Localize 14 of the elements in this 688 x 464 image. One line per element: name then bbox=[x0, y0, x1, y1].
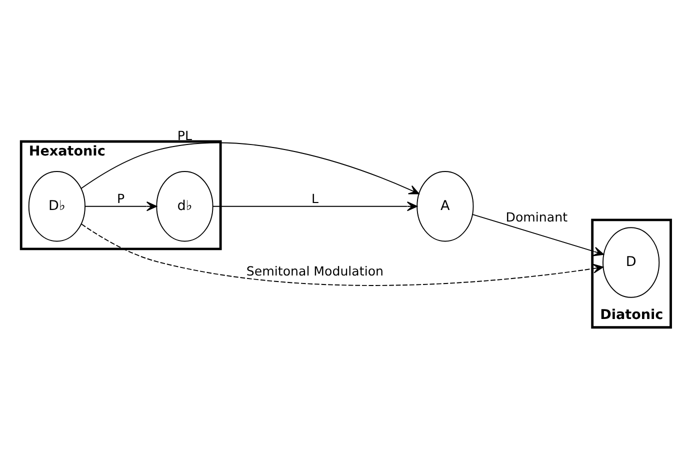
edge-label: PL bbox=[177, 127, 192, 142]
edge-label: Semitonal Modulation bbox=[246, 262, 384, 278]
node-ellipse: A bbox=[416, 170, 474, 242]
edge-label: Dominant bbox=[506, 208, 568, 224]
node-ellipse: D♭ bbox=[28, 170, 86, 242]
arrow bbox=[80, 142, 420, 194]
node-ellipse: d♭ bbox=[156, 170, 214, 242]
arrow bbox=[212, 201, 418, 211]
arrow bbox=[472, 213, 604, 256]
arrow bbox=[84, 201, 157, 211]
node-ellipse: D bbox=[602, 226, 660, 298]
edge-label: L bbox=[311, 190, 318, 206]
edge-label: P bbox=[117, 190, 125, 206]
arrow bbox=[81, 223, 604, 286]
